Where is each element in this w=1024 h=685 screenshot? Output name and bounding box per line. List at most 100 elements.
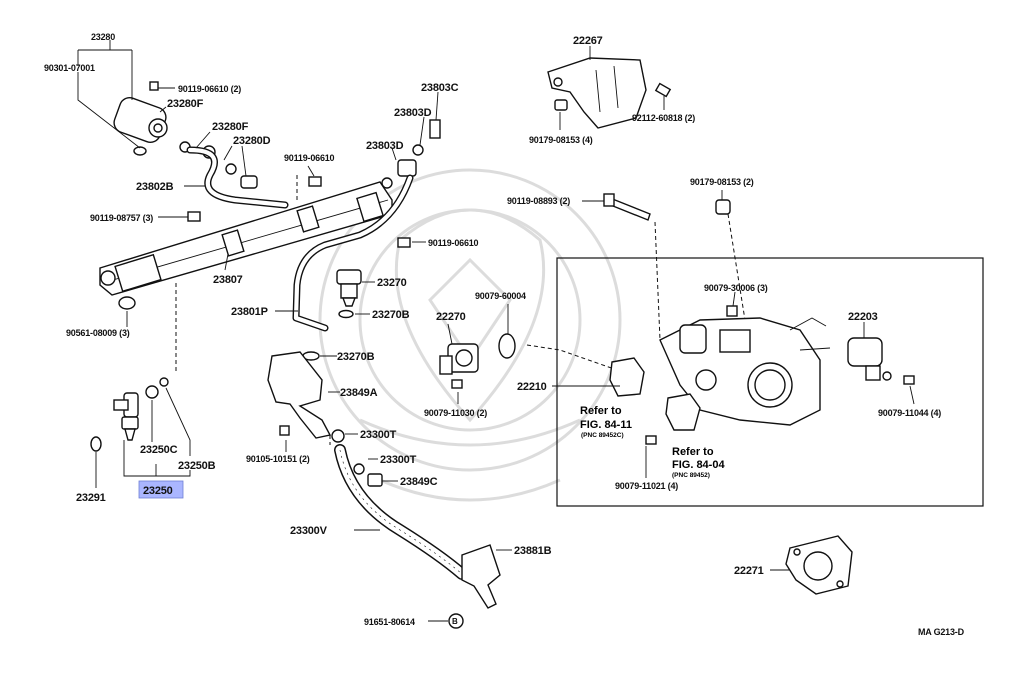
clamp-part[interactable] bbox=[461, 544, 501, 609]
throttle-sensor-part[interactable] bbox=[609, 357, 645, 397]
gasket-part[interactable] bbox=[381, 177, 393, 189]
throttle-body-group bbox=[439, 57, 984, 595]
callout-label[interactable]: 23849A bbox=[340, 387, 378, 399]
gasket-part[interactable] bbox=[331, 429, 345, 443]
callout-label[interactable]: 90079-11030 (2) bbox=[424, 408, 487, 418]
o-ring-part[interactable] bbox=[133, 146, 147, 156]
callout-label[interactable]: 23280F bbox=[212, 121, 249, 133]
callout-label[interactable]: 23803C bbox=[421, 82, 459, 94]
callout-label[interactable]: 22267 bbox=[573, 35, 603, 47]
callout-label[interactable]: 23300T bbox=[380, 454, 417, 466]
highlight-box bbox=[138, 480, 184, 499]
union-part[interactable] bbox=[397, 159, 417, 177]
bracket-part[interactable] bbox=[267, 351, 332, 439]
pulsation-damper-part[interactable] bbox=[336, 269, 362, 307]
union-bolt-part[interactable] bbox=[429, 119, 441, 139]
screw-part[interactable] bbox=[451, 379, 463, 389]
gasket-part[interactable] bbox=[225, 163, 237, 175]
return-pipe-part[interactable] bbox=[186, 146, 289, 209]
bolt-part[interactable] bbox=[149, 81, 159, 91]
pressure-regulator-part[interactable] bbox=[111, 95, 168, 145]
union-bolt-part[interactable] bbox=[240, 175, 258, 189]
callout-label[interactable]: 23270B bbox=[337, 351, 375, 363]
callout-label[interactable]: 90119-06610 bbox=[428, 238, 479, 248]
callout-label[interactable]: 90105-10151 (2) bbox=[246, 454, 310, 464]
callout-label[interactable]: 23300T bbox=[360, 429, 397, 441]
gasket-part[interactable] bbox=[498, 333, 516, 359]
callout-label[interactable]: 92112-60818 (2) bbox=[632, 113, 695, 123]
svg-text:B: B bbox=[452, 617, 458, 626]
callout-label[interactable]: 90179-08153 (4) bbox=[529, 135, 593, 145]
callout-label[interactable]: 90079-11044 (4) bbox=[878, 408, 941, 418]
reference-note-line: Refer to bbox=[580, 405, 622, 417]
callout-label[interactable]: 90119-08893 (2) bbox=[507, 196, 570, 206]
callout-label[interactable]: 22210 bbox=[517, 381, 547, 393]
screw-part[interactable] bbox=[903, 375, 915, 385]
callout-label[interactable]: 23291 bbox=[76, 492, 106, 504]
callout-label[interactable]: 23849C bbox=[400, 476, 438, 488]
highlighted-part-number[interactable]: 23250 bbox=[143, 485, 173, 497]
callout-label[interactable]: 23881B bbox=[514, 545, 552, 557]
valve-sensor-part[interactable] bbox=[665, 393, 701, 431]
screw-part[interactable] bbox=[645, 435, 657, 445]
screw-part[interactable] bbox=[726, 305, 738, 317]
callout-label[interactable]: 91651-80614 bbox=[364, 617, 415, 627]
fuel-rail-group: B bbox=[90, 81, 501, 629]
dashed-guide bbox=[654, 221, 661, 341]
callout-label[interactable]: 90561-08009 (3) bbox=[66, 328, 130, 338]
idle-air-control-part[interactable] bbox=[847, 337, 892, 381]
leader-lines bbox=[77, 40, 915, 622]
callout-label[interactable]: 90119-06610 (2) bbox=[178, 84, 241, 94]
callout-label[interactable]: 22270 bbox=[436, 311, 466, 323]
callout-label[interactable]: 23270B bbox=[372, 309, 410, 321]
grommet-part[interactable] bbox=[90, 436, 102, 452]
callout-label[interactable]: 23803D bbox=[394, 107, 432, 119]
gasket-part[interactable] bbox=[338, 309, 354, 319]
callout-label[interactable]: 23803D bbox=[366, 140, 404, 152]
stud-part[interactable] bbox=[654, 82, 672, 98]
callout-label[interactable]: 23807 bbox=[213, 274, 243, 286]
callout-label[interactable]: 90119-06610 bbox=[284, 153, 335, 163]
callout-label[interactable]: 90179-08153 (2) bbox=[690, 177, 754, 187]
callout-label[interactable]: 23280F bbox=[167, 98, 204, 110]
nut-part[interactable] bbox=[554, 99, 568, 111]
bolt-part[interactable] bbox=[397, 237, 411, 248]
callout-label[interactable]: 22203 bbox=[848, 311, 878, 323]
reference-pnc: (PNC 89452C) bbox=[581, 432, 624, 439]
throttle-bracket-part[interactable] bbox=[547, 57, 647, 129]
gasket-part[interactable] bbox=[353, 463, 365, 475]
callout-label[interactable]: 23801P bbox=[231, 306, 268, 318]
subassembly-frame bbox=[556, 257, 984, 507]
callout-label[interactable]: 23300V bbox=[290, 525, 328, 537]
callout-label[interactable]: 90079-60004 bbox=[475, 291, 526, 301]
o-ring-part[interactable] bbox=[159, 377, 169, 387]
clip-part[interactable] bbox=[448, 613, 464, 629]
throttle-body-part[interactable] bbox=[659, 317, 831, 426]
bolt-part[interactable] bbox=[187, 211, 201, 222]
reference-pnc: (PNC 89452) bbox=[672, 472, 710, 479]
callout-label[interactable]: 90119-08757 (3) bbox=[90, 213, 153, 223]
bolt-part[interactable] bbox=[308, 176, 322, 187]
callout-label[interactable]: 90079-30006 (3) bbox=[704, 283, 768, 293]
callout-label[interactable]: 23270 bbox=[377, 277, 407, 289]
reference-link[interactable]: FIG. 84-11 bbox=[580, 419, 632, 431]
callout-label[interactable]: 23250B bbox=[178, 460, 216, 472]
insulator-part[interactable] bbox=[145, 385, 159, 399]
callout-label[interactable]: 23280D bbox=[233, 135, 271, 147]
callout-label[interactable]: 90079-11021 (4) bbox=[615, 481, 678, 491]
nut-part[interactable] bbox=[715, 199, 731, 215]
gasket-part[interactable] bbox=[412, 144, 424, 156]
union-bolt-part[interactable] bbox=[367, 473, 383, 487]
callout-label[interactable]: 23802B bbox=[136, 181, 174, 193]
callout-labels: 23280 90301-07001 90119-06610 (2) 23280F… bbox=[44, 32, 965, 637]
callout-label[interactable]: 23280 bbox=[91, 32, 115, 42]
callout-label[interactable]: 22271 bbox=[734, 565, 764, 577]
fuel-injector-part[interactable] bbox=[113, 392, 139, 441]
spacer-part[interactable] bbox=[118, 296, 136, 310]
reference-link[interactable]: FIG. 84-04 bbox=[672, 459, 725, 471]
callout-label[interactable]: 90301-07001 bbox=[44, 63, 95, 73]
callout-label[interactable]: 23250C bbox=[140, 444, 178, 456]
air-valve-part[interactable] bbox=[439, 343, 479, 375]
bolt-part[interactable] bbox=[279, 425, 290, 436]
